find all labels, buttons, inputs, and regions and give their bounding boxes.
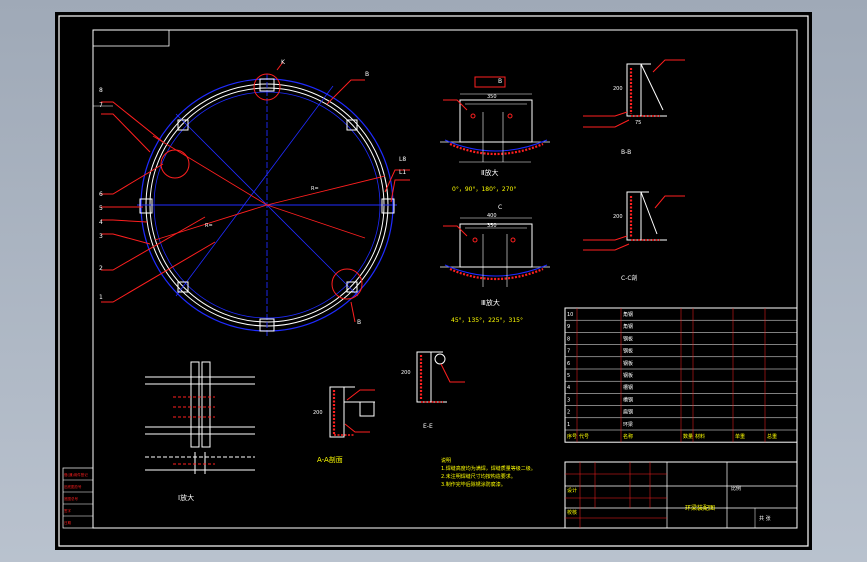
bom-cell: 钢板 xyxy=(623,348,633,355)
detail-iii-c-mark: C xyxy=(498,204,502,211)
section-cc-200: 200 xyxy=(613,214,623,220)
sheet-label: 共 张 xyxy=(759,515,771,522)
stamp-4: 签字 xyxy=(64,508,71,513)
bom-cell: 槽钢 xyxy=(623,396,633,403)
bom-cell: 数量 xyxy=(683,433,693,440)
detail-ii-angles: 0°，90°，180°，270° xyxy=(452,186,516,193)
detail-iii-title: Ⅲ放大 xyxy=(481,298,500,307)
section-ee xyxy=(416,351,465,403)
drawing-canvas: 8 7 6 5 4 3 2 1 K B L8 L1 B R= R= xyxy=(58,15,809,547)
callout-l1: L1 xyxy=(399,169,406,176)
ring-plan xyxy=(93,61,410,336)
callout-1: 1 xyxy=(99,294,103,301)
detail-ii-b-mark: B xyxy=(498,78,502,85)
bom-cell: 代号 xyxy=(579,433,589,440)
dim-r1: R= xyxy=(311,186,319,192)
detail-ii-title: Ⅱ放大 xyxy=(481,168,498,177)
detail-iii-350: 350 xyxy=(487,223,497,229)
notes-line-2: 2.未注明焊缝尺寸均按构造要求。 xyxy=(441,473,516,480)
inner-frame xyxy=(92,29,798,529)
stamp-5: 日期 xyxy=(64,520,71,525)
section-bb-200: 200 xyxy=(613,86,623,92)
detail-i xyxy=(145,361,255,474)
detail-i-title: Ⅰ放大 xyxy=(178,493,194,502)
bom-cell: 单重 xyxy=(735,433,745,440)
callout-5: 5 xyxy=(99,205,103,212)
bom-cell: 钢板 xyxy=(623,360,633,367)
callout-3: 3 xyxy=(99,233,103,240)
notes: 说明 1.焊缝高度均为满焊，焊缝质量等级二级。 2.未注明焊缝尺寸均按构造要求。… xyxy=(441,457,536,488)
section-aa-title: A-A剖面 xyxy=(317,455,343,464)
section-ee-title: E-E xyxy=(423,423,433,430)
outer-frame xyxy=(58,15,809,547)
callout-k: K xyxy=(281,59,286,66)
notes-line-3: 3.制作完毕后除锈涂防腐漆。 xyxy=(441,481,506,488)
bom-cell: 名称 xyxy=(623,433,633,440)
title-block xyxy=(564,461,798,529)
bom-cell: 4 xyxy=(567,385,570,391)
dim-r2: R= xyxy=(205,223,213,229)
callout-b-bottom: B xyxy=(357,319,361,326)
top-left-box xyxy=(92,29,170,47)
detail-ii-350: 350 xyxy=(487,94,497,100)
section-ee-200: 200 xyxy=(401,370,411,376)
callout-l8: L8 xyxy=(399,156,406,163)
detail-ii xyxy=(440,76,550,163)
callout-7: 7 xyxy=(99,102,103,109)
bom-cell: 6 xyxy=(567,361,570,367)
bom-cell: 角钢 xyxy=(623,323,633,330)
drawing-name: 环梁装配图 xyxy=(685,504,715,512)
bom-cell: 9 xyxy=(567,324,570,330)
bom-cell: 材料 xyxy=(695,433,705,440)
bom-cell: 槽钢 xyxy=(623,384,633,391)
designer-label: 设计 xyxy=(567,487,577,494)
section-bb-75: 75 xyxy=(635,120,641,126)
stamp-3: 底图总号 xyxy=(64,496,78,501)
callout-b-top: B xyxy=(365,71,369,78)
detail-iii-angles: 45°，135°，225°，315° xyxy=(451,317,523,324)
bom-cell: 3 xyxy=(567,397,570,403)
bom-cell: 1 xyxy=(567,422,570,428)
callout-8: 8 xyxy=(99,87,103,94)
left-stamp xyxy=(62,467,94,529)
bom-cell: 环梁 xyxy=(623,421,633,428)
callout-6: 6 xyxy=(99,191,103,198)
bom-cell: 8 xyxy=(567,336,570,342)
bom-cell: 5 xyxy=(567,373,570,379)
scale-label: 比例 xyxy=(731,485,741,492)
bom-cell: 序号 xyxy=(567,433,577,440)
bom-cell: 10 xyxy=(567,312,573,318)
notes-line-1: 1.焊缝高度均为满焊，焊缝质量等级二级。 xyxy=(441,465,536,472)
bom-cell: 2 xyxy=(567,410,570,416)
callout-4: 4 xyxy=(99,219,103,226)
bom-cell: 扁钢 xyxy=(623,409,633,416)
bom-cell: 钢板 xyxy=(623,372,633,379)
bom-cell: 角钢 xyxy=(623,311,633,318)
bom-cell: 总重 xyxy=(767,433,777,440)
detail-iii-400: 400 xyxy=(487,213,497,219)
section-aa xyxy=(329,386,375,438)
checker-label: 校核 xyxy=(567,509,577,516)
stamp-2: 旧底图总号 xyxy=(64,484,82,489)
callout-2: 2 xyxy=(99,265,103,272)
notes-heading: 说明 xyxy=(441,457,451,464)
section-bb-title: B-B xyxy=(621,149,631,156)
section-cc-title: C-C剖 xyxy=(621,274,638,282)
section-cc xyxy=(583,191,685,251)
detail-iii xyxy=(440,217,550,287)
section-aa-200: 200 xyxy=(313,410,323,416)
bom-cell: 7 xyxy=(567,349,570,355)
bom-table: 10 角钢 9 角钢 8 钢板 7 钢板 6 钢板 5 钢板 4 槽钢 3 槽钢 2 扁钢 1 环梁序号代号 名称 数量材… xyxy=(564,307,798,443)
section-bb xyxy=(583,59,685,128)
bom-cell: 钢板 xyxy=(623,335,633,342)
drawing-sheet: 8 7 6 5 4 3 2 1 K B L8 L1 B R= R= xyxy=(55,12,812,550)
stamp-1: 借(通)用件登记 xyxy=(64,472,88,477)
